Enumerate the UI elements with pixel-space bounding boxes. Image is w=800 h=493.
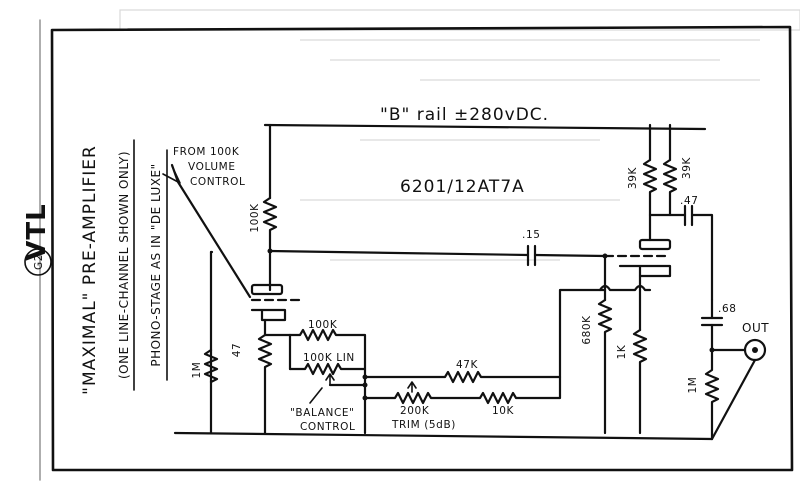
logo-text: VTL	[22, 203, 52, 260]
ground-bus	[173, 431, 714, 441]
triode-1: 100K 47	[231, 123, 302, 435]
label-r-grid2: 680K	[581, 315, 593, 345]
label-r-plate2a: 39K	[627, 166, 639, 189]
background-ghost-lines	[119, 9, 800, 261]
label-r-plate1: 100K	[249, 203, 261, 233]
output-label: OUT	[742, 321, 769, 335]
label-r-grid: 1M	[191, 362, 203, 379]
label-trim: 200K	[400, 405, 430, 417]
label-c-bypass: .47	[680, 195, 699, 207]
label-trim-note: TRIM (5dB)	[391, 419, 456, 431]
input-label-3: CONTROL	[190, 176, 245, 188]
label-pot-balance: 100K LIN	[303, 352, 355, 364]
title-line-1: "MAXIMAL" PRE-AMPLIFIER	[80, 145, 100, 395]
label-r-fb2: 47K	[456, 359, 479, 371]
label-r-cathode2: 1K	[616, 344, 628, 359]
seal-text: G2	[33, 254, 45, 270]
input-label-1: FROM 100K	[173, 146, 240, 158]
label-r-fb3: 10K	[492, 405, 515, 417]
label-r-out: 1M	[687, 377, 699, 394]
title-line-3: PHONO-STAGE AS IN "DE LUXE"	[149, 163, 163, 366]
label-c-couple: .15	[522, 229, 541, 241]
label-c-out: .68	[718, 303, 737, 315]
title-block: "MAXIMAL" PRE-AMPLIFIER (ONE LINE-CHANNE…	[80, 139, 168, 395]
tube-label: 6201/12AT7A	[400, 177, 525, 197]
balance-network: 100K 100K LIN 47K 200K TRIM (5dB) 10K "B…	[263, 288, 607, 435]
vtl-logo: G2 VTL	[22, 203, 52, 276]
rail-label: "B" rail ±280vDC.	[380, 105, 549, 125]
page-frame	[39, 19, 794, 481]
balance-label-2: CONTROL	[300, 421, 355, 433]
coupling-network: .15	[267, 229, 607, 267]
b-plus-rail: "B" rail ±280vDC.	[263, 105, 707, 131]
output-section: .68 OUT 1M	[687, 298, 769, 441]
balance-label-1: "BALANCE"	[290, 407, 355, 419]
input-section: FROM 100K VOLUME CONTROL 1M	[162, 146, 252, 435]
label-r-cathode1: 47	[231, 343, 243, 358]
label-r-plate2b: 39K	[681, 156, 693, 179]
triode-2: 39K 39K .47 680K 1K	[581, 123, 714, 435]
label-r-fb1: 100K	[308, 319, 338, 331]
input-label-2: VOLUME	[188, 161, 236, 173]
title-line-2: (ONE LINE-CHANNEL SHOWN ONLY)	[117, 151, 131, 379]
